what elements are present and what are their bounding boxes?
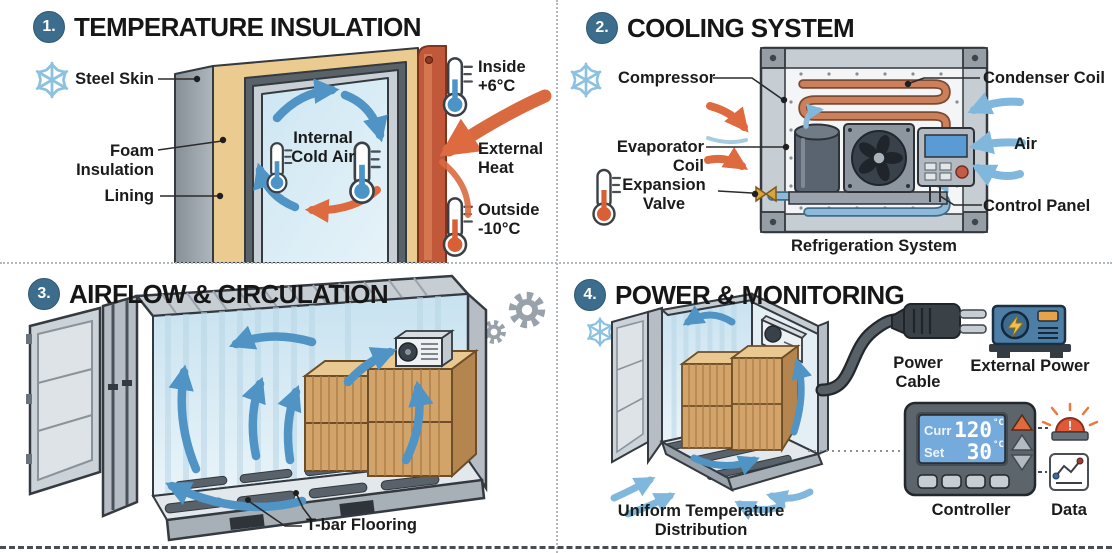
vertical-panel-divider xyxy=(556,0,558,553)
panel-1-header: 1. TEMPERATURE INSULATION xyxy=(33,11,422,43)
external-power-icon xyxy=(989,304,1071,358)
label-compressor: Compressor xyxy=(618,69,716,87)
leader-lines xyxy=(706,77,982,206)
label-steel-skin: Steel Skin xyxy=(75,70,154,88)
leader-lines xyxy=(157,75,227,200)
down-button xyxy=(1010,454,1034,472)
container-door xyxy=(26,306,102,496)
cool-air-arrows xyxy=(967,92,1026,187)
panel-4-title: POWER & MONITORING xyxy=(615,279,905,310)
external-heat-arrow xyxy=(439,89,552,218)
alarm-exclamation: ! xyxy=(1068,418,1072,433)
unit-control-panel xyxy=(917,127,975,202)
refrigeration-unit xyxy=(755,46,989,234)
airflow-arrows xyxy=(610,305,814,520)
leader-lines xyxy=(245,490,313,527)
reefer-unit xyxy=(393,329,455,368)
panel-4-number-badge: 4. xyxy=(574,279,606,311)
panel-2-header: 2. COOLING SYSTEM xyxy=(586,12,855,44)
gears-icon xyxy=(485,296,541,341)
insulation-illustration xyxy=(0,45,552,263)
label-condenser-coil: Condenser Coil xyxy=(983,69,1105,87)
screen-set-label: Set xyxy=(924,445,945,460)
panel-3-header: 3. AIRFLOW & CIRCULATION xyxy=(28,278,389,310)
label-external-power: External Power xyxy=(970,357,1090,375)
screen-curr-value: 120 xyxy=(954,418,992,442)
warm-air-arrows xyxy=(704,102,749,170)
airflow-arrows xyxy=(165,325,434,512)
panel-3-number-badge: 3. xyxy=(28,278,60,310)
roof-corrugation xyxy=(161,277,429,314)
container-door xyxy=(611,310,649,464)
label-outside-temp: Outside -10°C xyxy=(478,201,540,238)
panel-power-monitoring: 4. POWER & MONITORING xyxy=(556,264,1112,553)
alarm-icon: ! xyxy=(1041,402,1099,441)
airflow-illustration xyxy=(26,274,556,542)
condenser-coil xyxy=(798,79,955,158)
fan xyxy=(843,123,915,193)
panel-4-header: 4. POWER & MONITORING xyxy=(574,279,905,311)
label-lining: Lining xyxy=(104,187,154,205)
panel-2-title: COOLING SYSTEM xyxy=(627,12,855,43)
caption-refrigeration-system: Refrigeration System xyxy=(791,237,957,255)
panel-temperature-insulation: 1. TEMPERATURE INSULATION xyxy=(0,0,556,263)
panel-airflow-circulation: 3. AIRFLOW & CIRCULATION xyxy=(0,264,556,553)
controller-device: Curr 120 °C Set 30 °C xyxy=(903,401,1037,497)
power-illustration: Curr 120 °C Set 30 °C xyxy=(556,292,1099,520)
power-plug-icon xyxy=(891,303,987,339)
screen-set-value: 30 xyxy=(967,440,992,464)
label-controller: Controller xyxy=(931,501,1011,519)
panel-1-title: TEMPERATURE INSULATION xyxy=(74,11,422,42)
label-tbar-flooring: T-bar Flooring xyxy=(306,516,417,534)
snowflake-icon xyxy=(586,318,614,345)
cooling-illustration xyxy=(556,46,1026,234)
controller-buttons xyxy=(917,474,1010,489)
label-control-panel: Control Panel xyxy=(983,197,1091,215)
screen-curr-label: Curr xyxy=(924,423,951,438)
label-uniform-temperature: Uniform Temperature Distribution xyxy=(617,502,785,539)
label-inside-temp: Inside +6°C xyxy=(478,58,526,95)
snowflake-icon xyxy=(570,64,603,96)
thermometer-icon xyxy=(592,168,622,226)
label-power-cable: Power Cable xyxy=(893,354,943,391)
label-external-heat: External Heat xyxy=(478,140,544,177)
label-expansion-valve: Expansion Valve xyxy=(622,176,706,213)
panel-1-number-badge: 1. xyxy=(33,11,65,43)
horizontal-panel-divider xyxy=(0,262,1112,264)
data-chart-icon xyxy=(1049,453,1089,491)
cargo-boxes xyxy=(302,349,479,479)
label-air: Air xyxy=(1014,135,1037,153)
cargo-boxes xyxy=(679,344,801,454)
label-internal-cold-air: Internal Cold Air xyxy=(291,129,355,166)
up-button-alarm xyxy=(1010,413,1034,431)
container-cutaway xyxy=(610,292,829,520)
panel-2-number-badge: 2. xyxy=(586,12,618,44)
up-button xyxy=(1010,433,1034,451)
label-foam-insulation: Foam Insulation xyxy=(76,142,154,179)
bottom-dashed-border xyxy=(0,546,1112,549)
panel-cooling-system: 2. COOLING SYSTEM xyxy=(556,0,1112,263)
container-cutaway xyxy=(26,274,488,542)
label-evaporator-coil: Evaporator Coil xyxy=(616,138,704,175)
panel-3-title: AIRFLOW & CIRCULATION xyxy=(69,278,389,309)
screen-curr-unit: °C xyxy=(993,418,1004,428)
label-data: Data xyxy=(1051,501,1087,519)
screen-set-unit: °C xyxy=(993,440,1004,450)
